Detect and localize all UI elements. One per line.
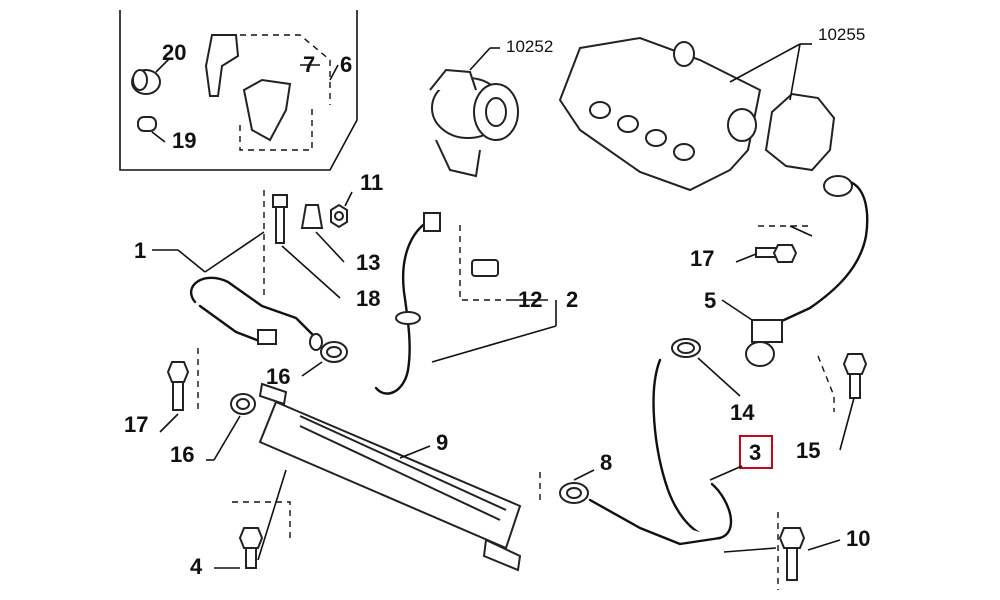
part-7-bracket[interactable] <box>204 34 292 142</box>
part-5-hose[interactable] <box>745 175 869 367</box>
label-3: 3 <box>749 440 761 465</box>
part-8-clamp[interactable] <box>559 482 589 504</box>
label-4: 4 <box>190 554 203 579</box>
label-2: 2 <box>566 287 578 312</box>
label-10255: 10255 <box>818 25 865 44</box>
label-1: 1 <box>134 238 146 263</box>
label-9: 9 <box>436 430 448 455</box>
label-17-left: 17 <box>124 412 148 437</box>
intake-manifold-10255[interactable] <box>558 36 836 192</box>
label-11: 11 <box>360 170 383 195</box>
part-4-bolt[interactable] <box>238 527 264 569</box>
part-19-clip[interactable] <box>137 116 157 132</box>
part-14-clamp[interactable] <box>677 342 695 354</box>
label-19: 19 <box>172 128 196 153</box>
label-6: 6 <box>340 52 352 77</box>
label-16-upper: 16 <box>266 364 290 389</box>
label-16-lower: 16 <box>170 442 194 467</box>
label-18: 18 <box>356 286 380 311</box>
part-20-grommet[interactable] <box>131 69 161 95</box>
part-17-bolt-right[interactable] <box>755 244 798 263</box>
label-10252: 10252 <box>506 37 553 56</box>
part-3-hose[interactable] <box>588 338 733 546</box>
part-16-clamp-upper[interactable] <box>320 341 348 363</box>
part-12-gasket[interactable] <box>471 259 499 277</box>
part-10-bolt[interactable] <box>778 527 806 581</box>
label-20: 20 <box>162 40 186 65</box>
part-17-bolt-left[interactable] <box>166 361 190 411</box>
part-11-nut[interactable] <box>330 203 348 229</box>
inset-frame <box>119 10 358 171</box>
label-3-highlight-box <box>739 435 773 469</box>
label-5: 5 <box>704 288 716 313</box>
label-17-right: 17 <box>690 246 714 271</box>
label-14: 14 <box>730 400 755 425</box>
label-8: 8 <box>600 450 612 475</box>
part-15-bolt[interactable] <box>842 353 868 399</box>
part-13-nut[interactable] <box>300 204 324 229</box>
part-18-bolt[interactable] <box>272 194 288 244</box>
label-12: 12 <box>518 287 542 312</box>
label-15: 15 <box>796 438 820 463</box>
part-2-hose[interactable] <box>374 212 441 395</box>
part-9-intercooler[interactable] <box>258 382 522 572</box>
label-10: 10 <box>846 526 870 551</box>
turbocharger-10252[interactable] <box>429 68 519 178</box>
label-13: 13 <box>356 250 380 275</box>
part-16-clamp-lower[interactable] <box>230 393 256 415</box>
part-1-hose[interactable] <box>189 276 323 351</box>
label-7: 7 <box>303 52 315 77</box>
